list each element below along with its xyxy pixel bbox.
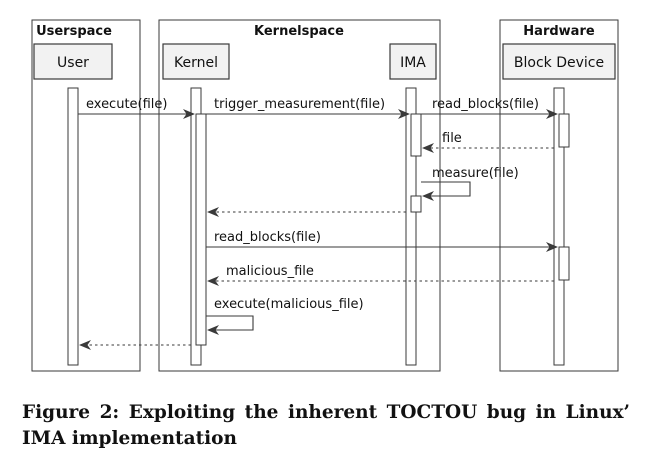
- activation-block-device-1: [558, 113, 570, 148]
- actor-box-ima: [389, 43, 437, 80]
- message-label-read-blocks-2: read_blocks(file): [214, 230, 321, 245]
- actor-label-ima: IMA: [400, 55, 426, 71]
- lifeline-block-device: [553, 87, 565, 366]
- group-title-hardware: Hardware: [523, 24, 595, 39]
- group-title-kernelspace: Kernelspace: [254, 24, 344, 39]
- activation-ima-2: [410, 195, 422, 213]
- message-label-execute-malicious-self: execute(malicious_file): [214, 297, 364, 312]
- message-arrow-execute-malicious-self: [206, 315, 254, 335]
- message-label-execute: execute(file): [86, 97, 168, 112]
- lifeline-ima: [405, 87, 417, 366]
- message-label-measure-self: measure(file): [432, 166, 519, 181]
- activation-kernel: [195, 113, 207, 346]
- message-arrow-measure-self: [421, 181, 471, 201]
- message-label-trigger-measurement: trigger_measurement(file): [214, 97, 385, 112]
- lifeline-user: [67, 87, 79, 366]
- message-label-malicious-file-return: malicious_file: [226, 264, 314, 279]
- actor-box-user: [33, 43, 113, 80]
- actor-label-user: User: [57, 55, 89, 71]
- message-label-read-blocks-1: read_blocks(file): [432, 97, 539, 112]
- actor-box-block-device: [502, 43, 616, 80]
- sequence-diagram: Userspace Kernelspace Hardware User Kern…: [31, 19, 619, 372]
- actor-box-kernel: [162, 43, 230, 80]
- group-title-userspace: Userspace: [36, 24, 112, 39]
- message-label-file-return: file: [442, 131, 462, 146]
- activation-ima-1: [410, 113, 422, 157]
- actor-label-block-device: Block Device: [514, 55, 604, 71]
- activation-block-device-2: [558, 246, 570, 281]
- group-box-hardware: [499, 19, 619, 372]
- group-box-userspace: [31, 19, 141, 372]
- actor-label-kernel: Kernel: [174, 55, 218, 71]
- figure-caption: Figure 2: Exploiting the inherent TOCTOU…: [22, 402, 630, 449]
